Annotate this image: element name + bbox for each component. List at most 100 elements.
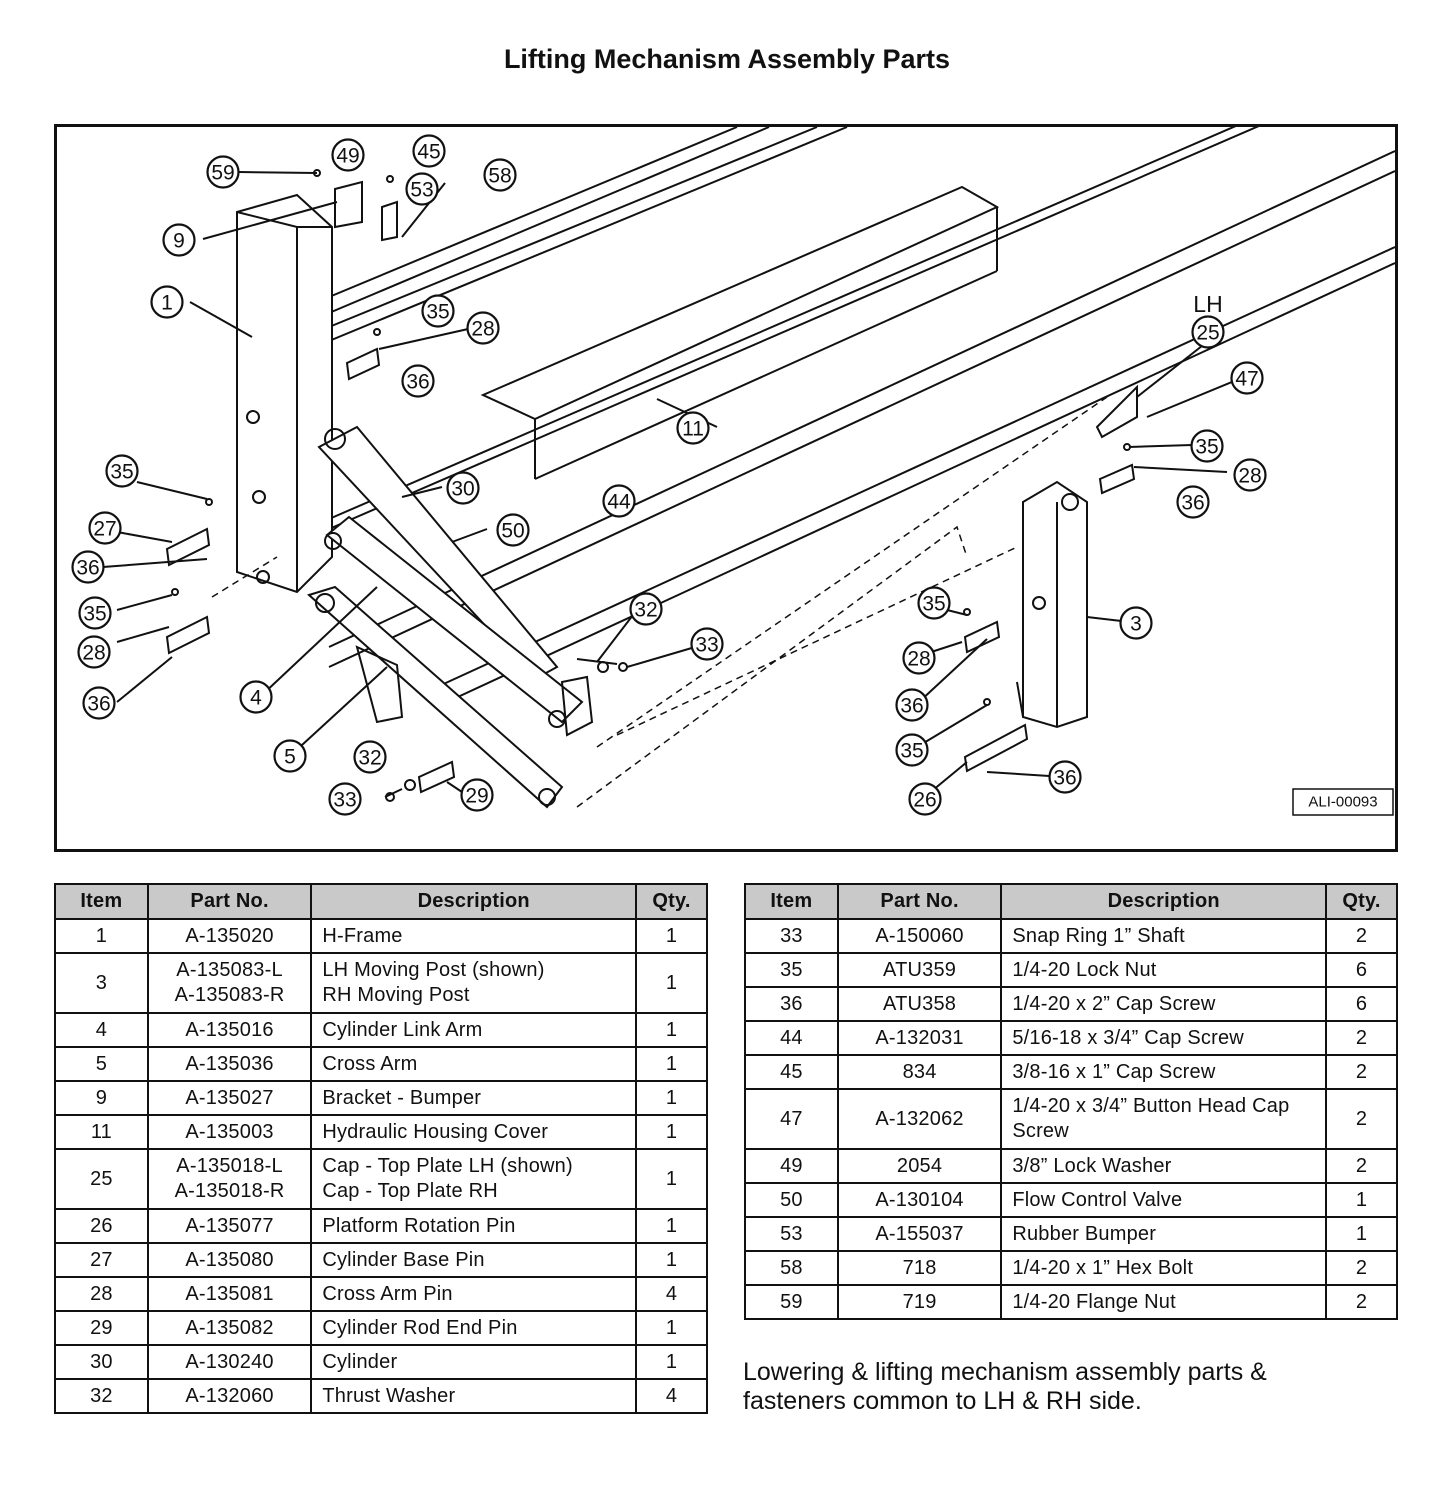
item-cell: 32 [54, 1378, 149, 1414]
column-header-item: Item [744, 883, 839, 920]
item-cell: 47 [744, 1088, 839, 1150]
item-cell: 27 [54, 1242, 149, 1278]
part-number-cell: A-135082 [146, 1310, 313, 1346]
callout-number: 29 [465, 785, 488, 808]
part-number-line: A-135082 [185, 1316, 274, 1339]
callout-circle [676, 411, 710, 445]
qty-cell: 1 [635, 1046, 708, 1082]
item-cell: 44 [744, 1020, 839, 1056]
description-line: 5/16-18 x 3/4” Cap Screw [1012, 1026, 1244, 1049]
callout-circle [82, 686, 116, 720]
part-number-line: 834 [902, 1060, 937, 1083]
part-number-cell: A-132062 [836, 1088, 1003, 1150]
qty-cell: 1 [635, 1344, 708, 1380]
column-header-qty: Qty. [635, 883, 708, 920]
callout-number: 59 [211, 162, 234, 185]
callout-number: 36 [900, 695, 923, 718]
callout-circle [602, 484, 636, 518]
diagram-drawing [102, 127, 1395, 809]
part-number-line: 2054 [896, 1154, 943, 1177]
description-line: 3/8” Lock Washer [1012, 1154, 1172, 1177]
item-cell: 1 [54, 918, 149, 954]
part-number-line: A-135083-R [174, 984, 285, 1006]
description-line: Platform Rotation Pin [322, 1214, 516, 1237]
callout-circle [77, 635, 111, 669]
part-number-line: A-130240 [185, 1350, 274, 1373]
callout-number: 27 [93, 518, 116, 541]
description-cell: 1/4-20 x 2” Cap Screw [1000, 986, 1328, 1022]
callout-circle [421, 294, 455, 328]
description-cell: 3/8-16 x 1” Cap Screw [1000, 1054, 1328, 1090]
description-cell: Platform Rotation Pin [310, 1208, 638, 1244]
callout-number: 28 [82, 642, 105, 665]
callout-number: 49 [336, 145, 359, 168]
qty-cell: 2 [1325, 918, 1398, 954]
callout-number: 58 [488, 165, 511, 188]
qty-cell: 6 [1325, 986, 1398, 1022]
part-number-cell: A-155037 [836, 1216, 1003, 1252]
qty-cell: 2 [1325, 1054, 1398, 1090]
callout-circle [1230, 361, 1264, 395]
callout-number: 11 [682, 418, 704, 441]
description-cell: Cross Arm [310, 1046, 638, 1082]
item-cell: 9 [54, 1080, 149, 1116]
part-number-line: A-135081 [185, 1282, 274, 1305]
item-cell: 33 [744, 918, 839, 954]
part-number-line: ATU358 [883, 992, 957, 1015]
callout-circle [105, 454, 139, 488]
description-cell: 1/4-20 x 1” Hex Bolt [1000, 1250, 1328, 1286]
description-line: Cap - Top Plate LH (shown) [322, 1155, 573, 1177]
description-cell: Bracket - Bumper [310, 1080, 638, 1116]
callout-number: 36 [406, 371, 429, 394]
qty-cell: 1 [635, 918, 708, 954]
callout-circle [206, 155, 240, 189]
callout-circle [895, 688, 929, 722]
callout-circle [150, 285, 184, 319]
callout-number: 35 [1195, 436, 1218, 459]
description-cell: Cylinder [310, 1344, 638, 1380]
description-line: Cross Arm [322, 1052, 418, 1075]
callout-circle [239, 680, 273, 714]
description-cell: 3/8” Lock Washer [1000, 1148, 1328, 1184]
callout-number: 45 [417, 141, 440, 164]
callout-circle [460, 778, 494, 812]
item-cell: 59 [744, 1284, 839, 1320]
callout-circle [446, 471, 480, 505]
callout-circle [1191, 315, 1225, 349]
description-line: 1/4-20 x 1” Hex Bolt [1012, 1256, 1194, 1279]
qty-cell: 1 [635, 1208, 708, 1244]
item-cell: 3 [54, 952, 149, 1014]
part-number-cell: 834 [836, 1054, 1003, 1090]
item-cell: 50 [744, 1182, 839, 1218]
part-number-cell: A-135016 [146, 1012, 313, 1048]
footnote-line: Lowering & lifting mechanism assembly pa… [743, 1358, 1267, 1386]
description-line: 1/4-20 Lock Nut [1012, 958, 1157, 981]
description-cell: H-Frame [310, 918, 638, 954]
description-line: LH Moving Post (shown) [322, 959, 545, 981]
column-header-description: Description [1000, 883, 1328, 920]
callout-circle [88, 511, 122, 545]
item-cell: 28 [54, 1276, 149, 1312]
part-number-cell: A-135003 [146, 1114, 313, 1150]
description-line: 1/4-20 x 2” Cap Screw [1012, 992, 1216, 1015]
description-line: Cylinder [322, 1350, 398, 1373]
part-number-line: A-130104 [875, 1188, 964, 1211]
column-header-item: Item [54, 883, 149, 920]
part-number-cell: 2054 [836, 1148, 1003, 1184]
item-cell: 4 [54, 1012, 149, 1048]
description-line: Snap Ring 1” Shaft [1012, 924, 1185, 947]
description-cell: 5/16-18 x 3/4” Cap Screw [1000, 1020, 1328, 1056]
qty-cell: 1 [1325, 1182, 1398, 1218]
